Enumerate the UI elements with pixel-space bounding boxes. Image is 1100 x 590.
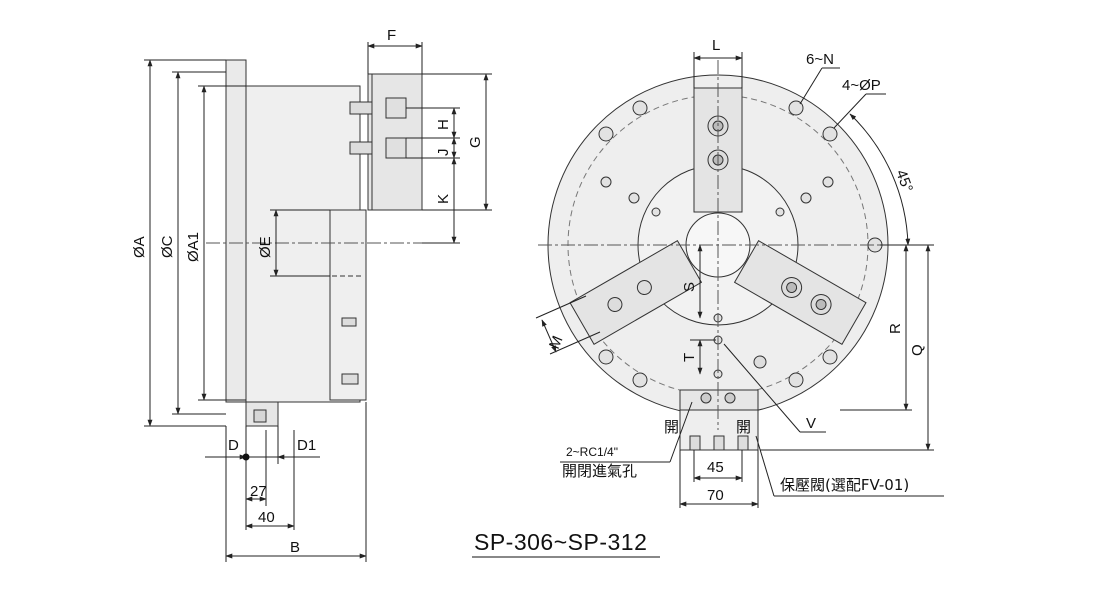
valve-desc-label: 保壓閥(選配FV-01) [780, 476, 909, 494]
front-jaw-right [733, 240, 867, 345]
dim-A1: ØA1 [185, 232, 202, 262]
dim-L: L [712, 37, 720, 54]
side-view [206, 59, 456, 427]
dim-angle: 45° [892, 168, 916, 195]
dim-G: G [467, 136, 484, 148]
open-label-right: 開 [736, 418, 751, 436]
side-view-labels: F G H J K ØE ØA ØC ØA1 D D1 27 40 B [131, 27, 484, 556]
dim-Q: Q [909, 344, 926, 356]
dim-M: M [546, 333, 567, 351]
dim-70: 70 [707, 487, 724, 504]
port-spec-label: 2~RC1/4" [566, 445, 618, 459]
dim-H: H [435, 119, 452, 130]
front-view-dimensions [535, 52, 944, 508]
dim-S: S [681, 282, 698, 292]
dim-B: B [290, 539, 300, 556]
dim-A: ØA [131, 236, 148, 258]
side-fitting-2 [349, 141, 373, 155]
side-body-step [329, 209, 367, 401]
side-flange-plate [225, 59, 247, 403]
front-view [538, 60, 912, 451]
drawing-title: SP-306~SP-312 [474, 529, 647, 555]
front-bolt-holes [598, 100, 883, 388]
open-label-left: 開 [664, 418, 679, 436]
dim-F: F [387, 27, 396, 44]
dim-40: 40 [258, 509, 275, 526]
dim-E: ØE [257, 236, 274, 258]
dim-45: 45 [707, 459, 724, 476]
front-view-labels: L 6~N 4~ØP 45° S T M R Q V 45 70 開 開 2~R… [546, 37, 926, 504]
front-port-block [679, 389, 759, 411]
dim-D: D [228, 437, 239, 454]
dim-R: R [887, 323, 904, 334]
datum-dot [242, 453, 250, 461]
dim-27: 27 [250, 483, 267, 500]
dim-K: K [435, 194, 452, 204]
dim-C: ØC [159, 235, 176, 258]
side-view-dimensions [144, 42, 492, 562]
dim-P: 4~ØP [842, 77, 881, 94]
port-desc-label: 開閉進氣孔 [562, 462, 637, 480]
dim-J: J [435, 149, 452, 157]
front-jaw-left [569, 240, 703, 345]
dim-N: 6~N [806, 51, 834, 68]
side-fitting-1 [349, 101, 373, 115]
dim-V: V [806, 415, 816, 432]
dim-T: T [681, 353, 698, 362]
dim-D1: D1 [297, 437, 316, 454]
